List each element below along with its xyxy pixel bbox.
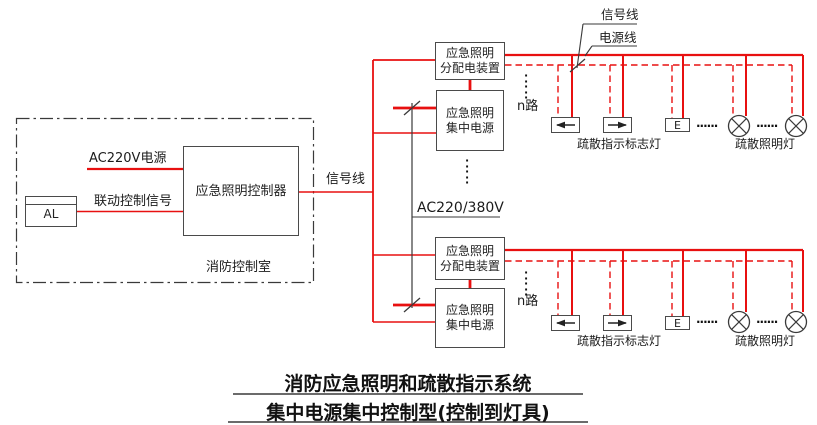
e-lamp-label: E <box>674 118 681 132</box>
distribution-line1: 应急照明 <box>445 46 494 60</box>
legend-signal-line-label: 信号线 <box>601 7 639 22</box>
power-legend-leader <box>584 45 593 57</box>
signal-legend-tick <box>569 58 586 73</box>
device-ellipsis: ······ <box>756 315 778 329</box>
central-power-label: 应急照明 集中电源 <box>446 303 494 333</box>
central-power-label: 应急照明 集中电源 <box>446 106 494 136</box>
power-line1: 应急照明 <box>445 303 494 317</box>
controller-label: 应急照明控制器 <box>195 183 287 199</box>
n-circuits-label-top: n路 <box>517 99 539 114</box>
e-lamp-label: E <box>674 316 681 330</box>
right-arrow-icon <box>608 121 627 129</box>
device-ellipsis: ······ <box>756 119 778 133</box>
fire-control-room-label: 消防控制室 <box>206 260 272 275</box>
al-panel-box: AL <box>25 196 77 227</box>
n-circuits-ellipsis-bottom: · · · · · <box>524 266 529 301</box>
device-ellipsis: ······ <box>696 315 718 329</box>
evac-lamp-group-label-top: 疏散照明灯 <box>735 137 796 151</box>
left-arrow-icon <box>556 319 575 327</box>
exit-sign-lamp-right <box>603 117 632 133</box>
signal-line-out-label: 信号线 <box>326 172 366 187</box>
emergency-lighting-controller-box: 应急照明控制器 <box>183 146 299 236</box>
exit-sign-lamp-left <box>551 117 580 133</box>
distribution-device-box-bottom: 应急照明 分配电装置 <box>435 237 505 280</box>
distribution-device-label: 应急照明 分配电装置 <box>440 244 500 274</box>
left-arrow-icon <box>556 121 575 129</box>
distribution-device-label: 应急照明 分配电装置 <box>440 46 500 76</box>
power-line1: 应急照明 <box>445 105 494 120</box>
central-power-box-bottom: 应急照明 集中电源 <box>435 288 505 348</box>
exit-sign-lamp-right <box>603 315 632 331</box>
exit-sign-lamp-e: E <box>665 118 690 132</box>
device-ellipsis: ······ <box>696 119 718 133</box>
power-line2: 集中电源 <box>445 120 494 135</box>
distribution-device-box-top: 应急照明 分配电装置 <box>435 42 505 80</box>
right-arrow-icon <box>608 319 627 327</box>
diagram-subtitle: 集中电源集中控制型(控制到灯具) <box>266 402 550 424</box>
legend-power-line-label: 电源线 <box>599 30 637 45</box>
exit-sign-group-label-bottom: 疏散指示标志灯 <box>577 334 662 348</box>
evacuation-lamp-icon <box>784 114 808 138</box>
linkage-signal-label: 联动控制信号 <box>94 194 173 209</box>
evacuation-lamp-icon <box>727 114 751 138</box>
al-panel-divider <box>26 204 76 205</box>
signal-legend-leader <box>576 23 584 69</box>
power-line2: 集中电源 <box>445 318 494 332</box>
n-circuits-label-bottom: n路 <box>517 294 539 309</box>
exit-sign-group-label-top: 疏散指示标志灯 <box>577 137 662 151</box>
distribution-line2: 分配电装置 <box>439 258 500 273</box>
distribution-line1: 应急照明 <box>445 243 494 258</box>
n-circuits-ellipsis-top: · · · · · <box>524 69 529 104</box>
cable-tick-bottom <box>403 297 421 313</box>
distribution-line2: 分配电装置 <box>439 61 500 75</box>
ac-supply-label: AC220/380V <box>417 200 504 216</box>
evac-lamp-group-label-bottom: 疏散照明灯 <box>735 334 796 348</box>
ac220v-input-label: AC220V电源 <box>89 151 167 166</box>
cable-tick-top <box>403 100 421 116</box>
evacuation-lamp-icon <box>784 310 808 334</box>
exit-sign-lamp-e: E <box>665 316 690 330</box>
exit-sign-lamp-left <box>551 315 580 331</box>
al-panel-label: AL <box>43 207 59 221</box>
evacuation-lamp-icon <box>727 310 751 334</box>
between-groups-ellipsis: · · · · · <box>465 154 470 189</box>
diagram-title: 消防应急照明和疏散指示系统 <box>284 373 532 395</box>
central-power-box-top: 应急照明 集中电源 <box>436 90 504 151</box>
